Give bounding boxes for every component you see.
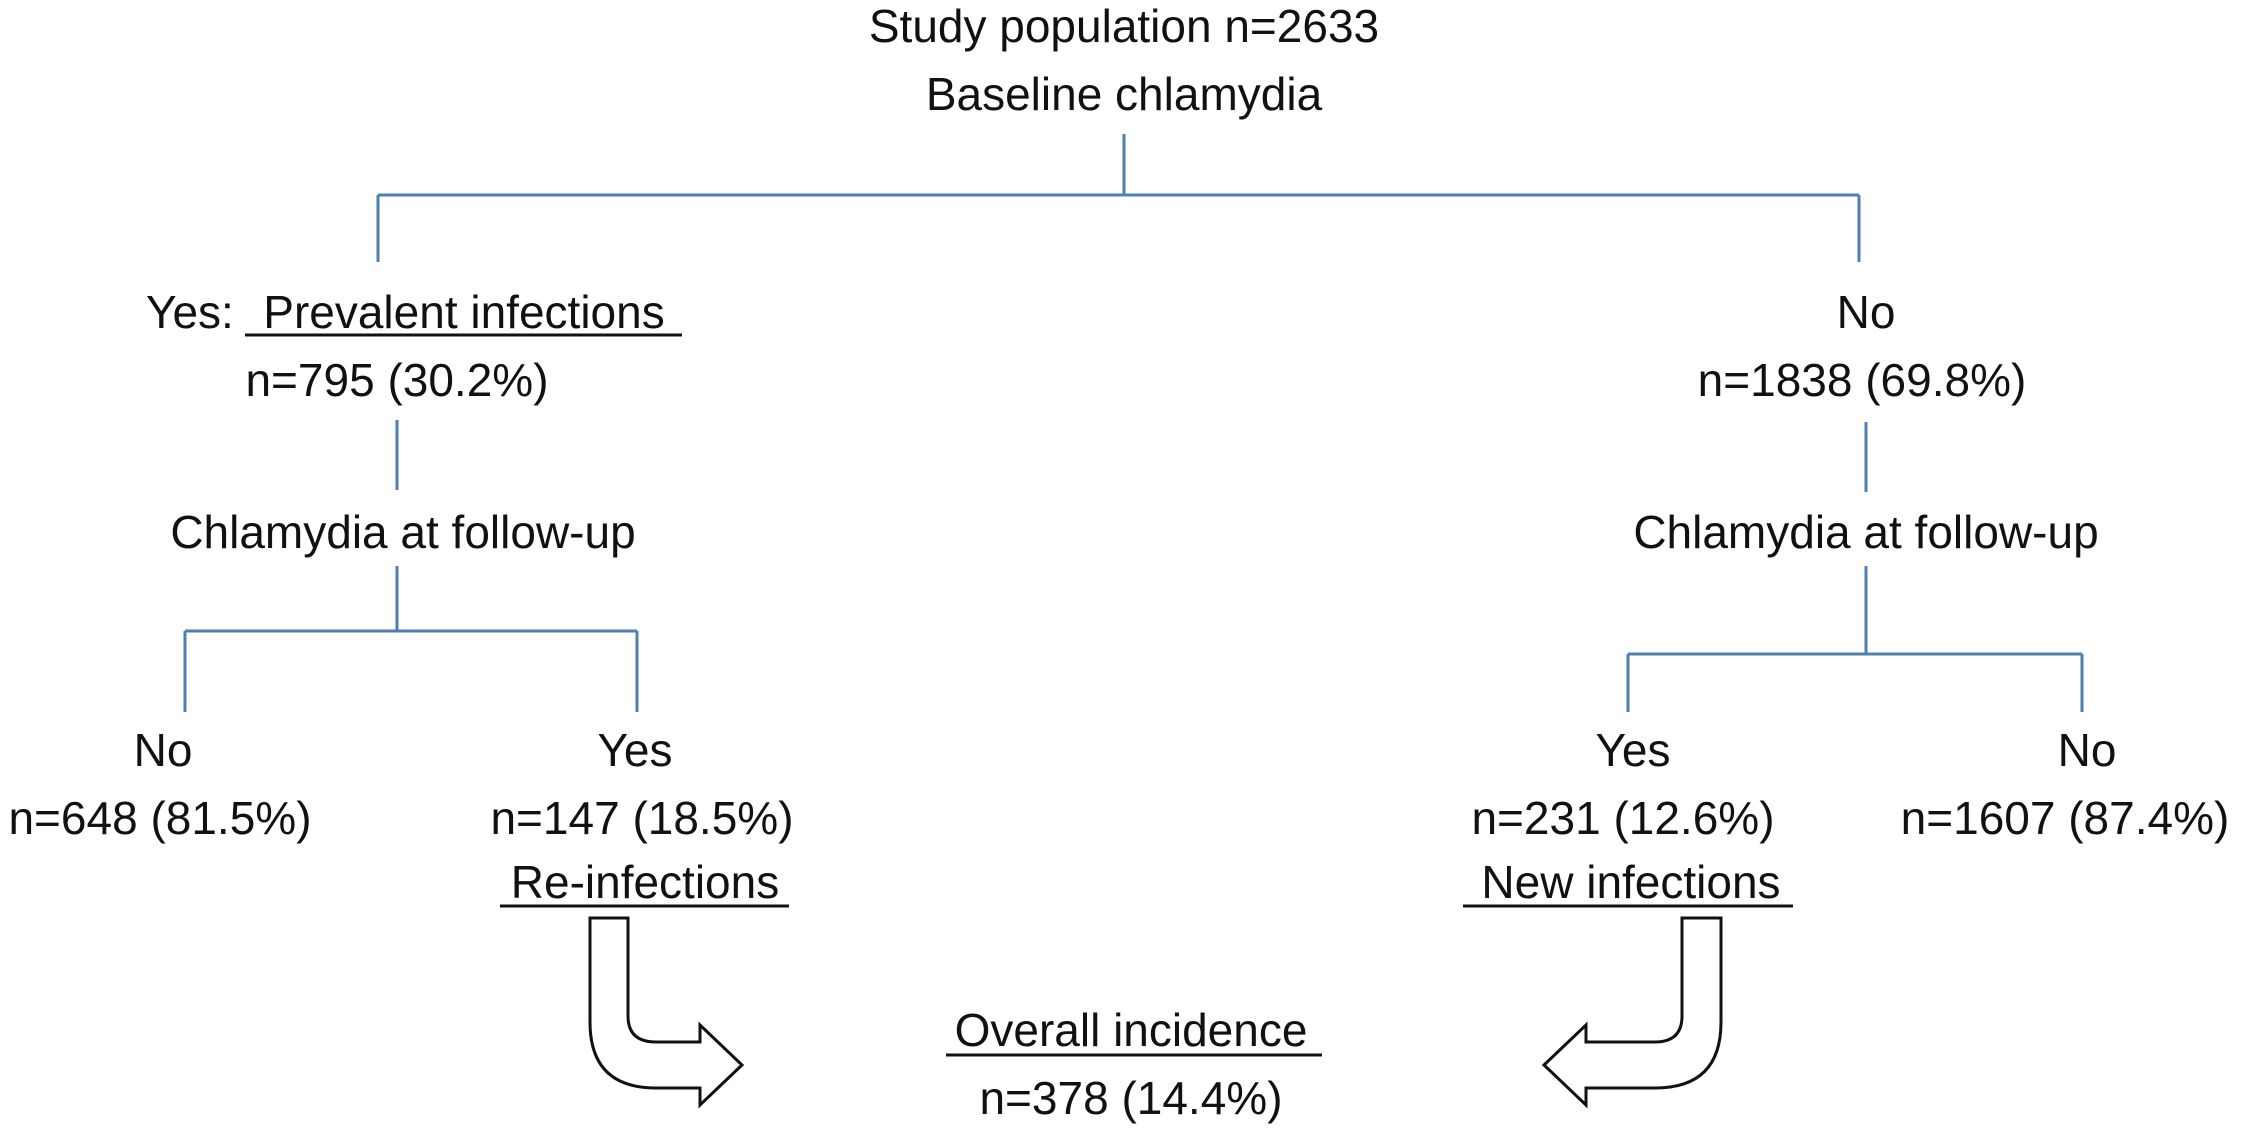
right-yes-label: Yes: [1595, 724, 1670, 776]
reinfections-arrow-icon: [588, 916, 745, 1109]
right-label: No: [1837, 286, 1896, 338]
right-no-label: No: [2058, 724, 2117, 776]
left-prefix: Yes:: [146, 286, 234, 338]
right-no-count: n=1607 (87.4%): [1901, 792, 2230, 844]
left-no-label: No: [134, 724, 193, 776]
overall-incidence-count: n=378 (14.4%): [979, 1072, 1282, 1124]
left-yes-count: n=147 (18.5%): [490, 792, 793, 844]
right-followup-connector: [1626, 566, 2084, 712]
root-connector: [376, 134, 1861, 262]
left-followup: Chlamydia at follow-up: [170, 506, 635, 558]
right-count: n=1838 (69.8%): [1698, 354, 2027, 406]
left-followup-connector: [183, 566, 639, 712]
left-count: n=795 (30.2%): [245, 354, 548, 406]
overall-incidence-label: Overall incidence: [955, 1004, 1308, 1056]
reinfections-label: Re-infections: [511, 856, 779, 908]
right-yes-count: n=231 (12.6%): [1471, 792, 1774, 844]
left-yes-label: Yes: [597, 724, 672, 776]
root-title: Study population n=2633: [869, 0, 1379, 52]
new-infections-arrow-icon: [1541, 916, 1723, 1109]
new-infections-label: New infections: [1481, 856, 1780, 908]
left-no-count: n=648 (81.5%): [8, 792, 311, 844]
right-followup: Chlamydia at follow-up: [1633, 506, 2098, 558]
left-label: Prevalent infections: [263, 286, 664, 338]
root-subtitle: Baseline chlamydia: [926, 68, 1323, 120]
